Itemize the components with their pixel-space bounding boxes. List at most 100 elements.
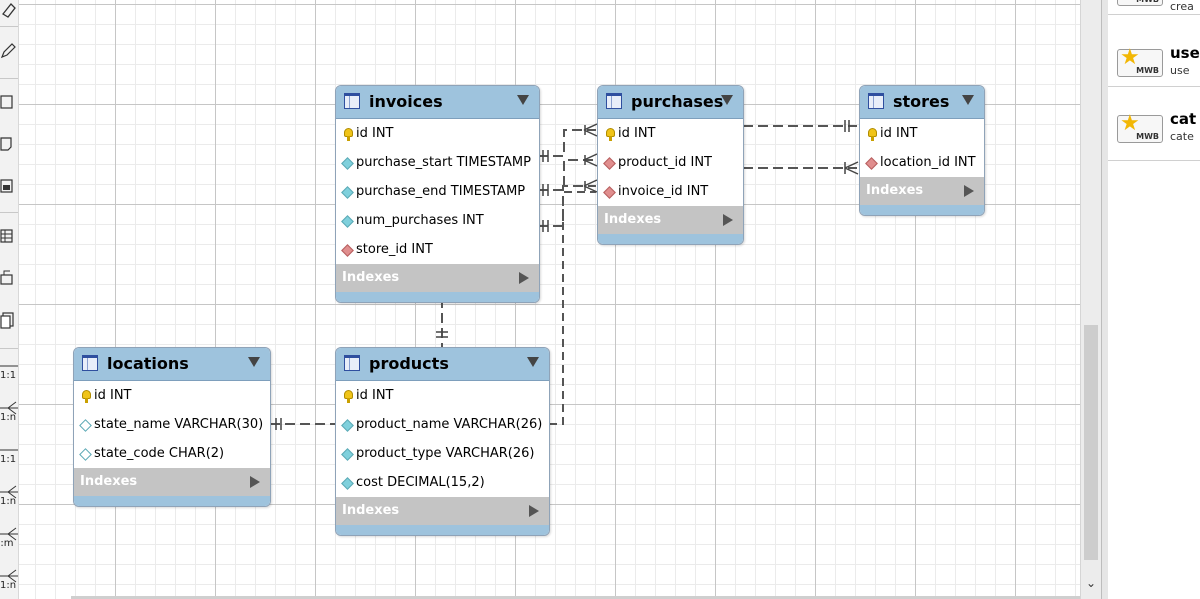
entity-title: products	[369, 354, 449, 373]
entity-title: locations	[107, 354, 189, 373]
relationship-1-1-identifying-tool[interactable]: 1:1	[0, 442, 18, 465]
attribute-icon	[341, 419, 354, 432]
table-icon	[82, 355, 98, 371]
relationship-label: 1:1	[0, 454, 17, 465]
panel-item[interactable]: ★ MWB cat cate	[1108, 102, 1200, 161]
column-row[interactable]: num_purchases INT	[336, 206, 539, 235]
column-row[interactable]: id INT	[860, 119, 984, 148]
primary-key-icon	[344, 128, 353, 141]
entity-header[interactable]: products	[336, 348, 549, 381]
foreign-key-icon	[865, 157, 878, 170]
relationship-1-n-tool[interactable]: 1:n	[0, 400, 18, 423]
nullable-attribute-icon	[79, 419, 92, 432]
mwb-file-icon: ★ MWB	[1117, 45, 1163, 77]
relationship-n-m-tool[interactable]: n:m	[0, 526, 18, 549]
entity-footer	[74, 496, 270, 506]
entity-footer	[860, 205, 984, 215]
note-tool-icon[interactable]	[0, 134, 18, 156]
expand-arrow-icon[interactable]	[529, 505, 539, 517]
expand-arrow-icon[interactable]	[964, 185, 974, 197]
attribute-icon	[341, 215, 354, 228]
column-row[interactable]: product_id INT	[598, 148, 743, 177]
indexes-label: Indexes	[342, 503, 400, 518]
view-tool-icon[interactable]	[0, 268, 18, 290]
toolbar-separator	[0, 348, 18, 349]
relationship-label: 1:n	[0, 496, 17, 507]
indexes-section[interactable]: Indexes	[74, 468, 270, 496]
collapse-toggle-icon[interactable]	[248, 357, 260, 367]
primary-key-icon	[606, 128, 615, 141]
pencil-tool-icon[interactable]	[0, 40, 18, 62]
entity-header[interactable]: invoices	[336, 86, 539, 119]
panel-item[interactable]: ★ MWB use use	[1108, 36, 1200, 87]
indexes-label: Indexes	[866, 183, 924, 198]
primary-key-icon	[344, 390, 353, 403]
indexes-section[interactable]: Indexes	[598, 206, 743, 234]
image-tool-icon[interactable]	[0, 176, 18, 198]
column-row[interactable]: purchase_end TIMESTAMP	[336, 177, 539, 206]
expand-arrow-icon[interactable]	[519, 272, 529, 284]
relationship-label: 1:1	[0, 370, 17, 381]
primary-key-icon	[82, 390, 91, 403]
indexes-section[interactable]: Indexes	[336, 264, 539, 292]
relationship-products-purchases	[549, 191, 596, 425]
entity-title: stores	[893, 92, 950, 111]
entity-header[interactable]: purchases	[598, 86, 743, 119]
indexes-section[interactable]: Indexes	[336, 497, 549, 525]
column-row[interactable]: purchase_start TIMESTAMP	[336, 148, 539, 177]
column-row[interactable]: state_code CHAR(2)	[74, 439, 270, 468]
column-row[interactable]: id INT	[74, 381, 270, 410]
vertical-scrollbar[interactable]: ⌄	[1080, 0, 1101, 599]
column-row[interactable]: product_type VARCHAR(26)	[336, 439, 549, 468]
indexes-section[interactable]: Indexes	[860, 177, 984, 205]
column-row[interactable]: store_id INT	[336, 235, 539, 264]
relationship-1-n-identifying-tool[interactable]: 1:n	[0, 484, 18, 507]
entity-locations[interactable]: locations id INT state_name VARCHAR(30) …	[73, 347, 271, 507]
entity-invoices[interactable]: invoices id INT purchase_start TIMESTAMP…	[335, 85, 540, 303]
eraser-tool[interactable]	[0, 0, 18, 22]
column-row[interactable]: id INT	[336, 119, 539, 148]
star-icon: ★	[1120, 45, 1140, 70]
column-row[interactable]: invoice_id INT	[598, 177, 743, 206]
snippets-panel: ★ MWB crea ★ MWB use use ★ MWB cat cate	[1108, 0, 1200, 599]
attribute-icon	[341, 157, 354, 170]
panel-item-desc: use	[1170, 64, 1190, 77]
layer-tool-icon[interactable]	[0, 92, 18, 114]
collapse-toggle-icon[interactable]	[517, 95, 529, 105]
toolbar-separator	[0, 212, 18, 213]
column-row[interactable]: state_name VARCHAR(30)	[74, 410, 270, 439]
column-row[interactable]: product_name VARCHAR(26)	[336, 410, 549, 439]
expand-arrow-icon[interactable]	[250, 476, 260, 488]
column-row[interactable]: cost DECIMAL(15,2)	[336, 468, 549, 497]
foreign-key-icon	[341, 244, 354, 257]
entity-title: purchases	[631, 92, 724, 111]
panel-item[interactable]: ★ MWB crea	[1108, 0, 1200, 15]
entity-header[interactable]: stores	[860, 86, 984, 119]
indexes-label: Indexes	[80, 474, 138, 489]
routine-group-tool-icon[interactable]	[0, 310, 18, 332]
indexes-label: Indexes	[604, 212, 662, 227]
panel-item-title: use	[1170, 44, 1200, 62]
scroll-down-icon[interactable]: ⌄	[1086, 576, 1097, 590]
relationship-1-n-existing-tool[interactable]: 1:n	[0, 568, 18, 591]
scrollbar-thumb[interactable]	[1084, 325, 1098, 560]
column-row[interactable]: location_id INT	[860, 148, 984, 177]
table-icon	[606, 93, 622, 109]
column-row[interactable]: id INT	[598, 119, 743, 148]
foreign-key-icon	[603, 186, 616, 199]
relationship-1-1-tool[interactable]: 1:1	[0, 358, 18, 381]
table-icon	[344, 355, 360, 371]
horizontal-scrollbar[interactable]	[71, 596, 1080, 599]
entity-header[interactable]: locations	[74, 348, 270, 381]
column-row[interactable]: id INT	[336, 381, 549, 410]
collapse-toggle-icon[interactable]	[721, 95, 733, 105]
entity-products[interactable]: products id INT product_name VARCHAR(26)…	[335, 347, 550, 536]
collapse-toggle-icon[interactable]	[527, 357, 539, 367]
table-tool-icon[interactable]	[0, 226, 18, 248]
primary-key-icon	[868, 128, 877, 141]
entity-stores[interactable]: stores id INT location_id INT Indexes	[859, 85, 985, 216]
entity-purchases[interactable]: purchases id INT product_id INT invoice_…	[597, 85, 744, 245]
expand-arrow-icon[interactable]	[723, 214, 733, 226]
collapse-toggle-icon[interactable]	[962, 95, 974, 105]
diagram-canvas[interactable]: invoices id INT purchase_start TIMESTAMP…	[19, 0, 1080, 599]
